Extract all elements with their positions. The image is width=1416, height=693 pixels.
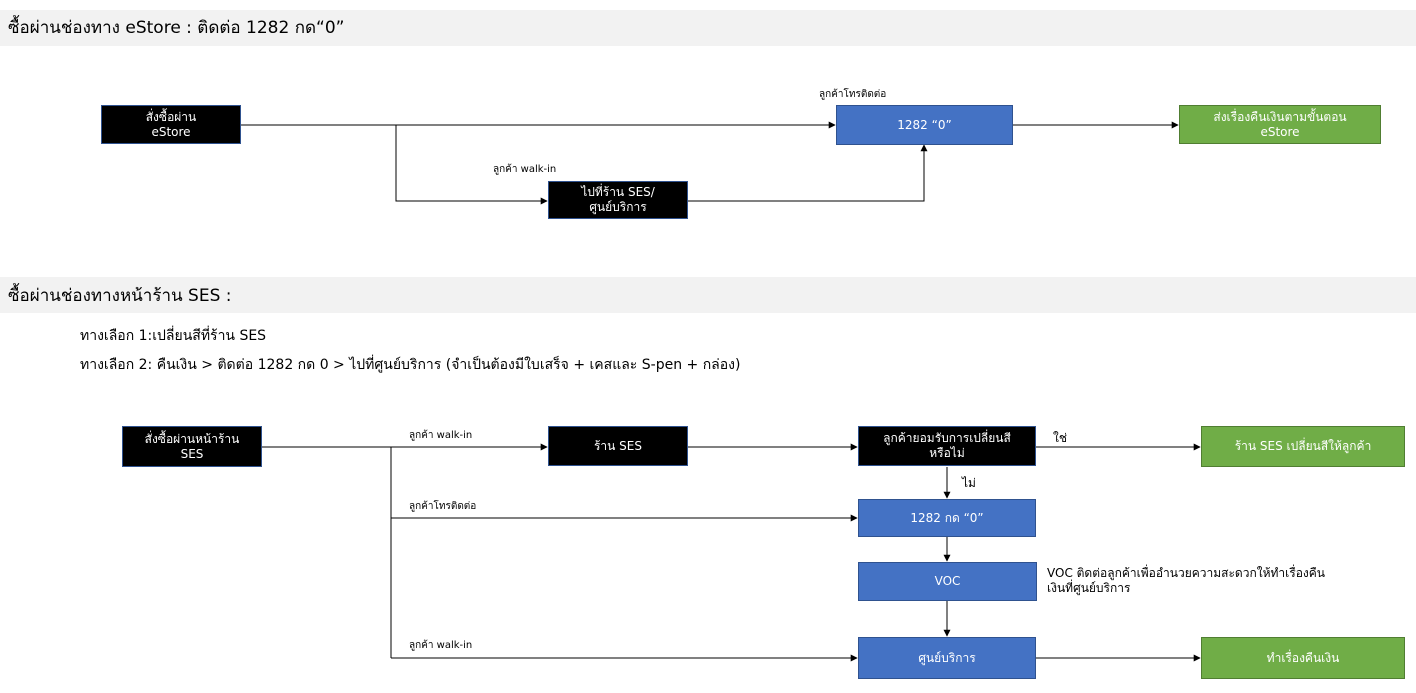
box-order-store: สั่งซื้อผ่านหน้าร้าน SES	[122, 426, 262, 467]
box-accept-color: ลูกค้ายอมรับการเปลี่ยนสี หรือไม่	[858, 426, 1036, 466]
section-title-estore: ซื้อผ่านช่องทาง eStore : ติดต่อ 1282 กด“…	[8, 18, 345, 38]
label-customer-walkin: ลูกค้า walk-in	[493, 164, 557, 175]
label-customer-call: ลูกค้าโทรติดต่อ	[819, 89, 887, 100]
label-yes: ใช่	[1053, 431, 1068, 445]
label-voc-note: VOC ติดต่อลูกค้าเพื่ออำนวยความสะดวกให้ทำ…	[1047, 566, 1325, 595]
option-1: ทางเลือก 1:เปลี่ยนสีที่ร้าน SES	[80, 328, 267, 344]
box-service-center: ศูนย์บริการ	[858, 637, 1036, 679]
box-ses-store: ร้าน SES	[548, 426, 688, 466]
section-header-store: ซื้อผ่านช่องทางหน้าร้าน SES :	[0, 277, 1416, 313]
label-walkin-2: ลูกค้า walk-in	[409, 640, 473, 651]
box-voc: VOC	[858, 562, 1037, 601]
box-call-1282: 1282 “0”	[836, 105, 1013, 145]
box-ses-change-color: ร้าน SES เปลี่ยนสีให้ลูกค้า	[1201, 426, 1405, 467]
arrow-store-to-call	[688, 144, 928, 202]
box-go-store: ไปที่ร้าน SES/ ศูนย์บริการ	[548, 181, 688, 219]
label-walkin-1: ลูกค้า walk-in	[409, 430, 473, 441]
label-customer-call-store: ลูกค้าโทรติดต่อ	[409, 501, 477, 512]
box-do-refund: ทำเรื่องคืนเงิน	[1201, 637, 1405, 679]
label-no: ไม่	[962, 476, 976, 490]
box-order-estore: สั่งซื้อผ่าน eStore	[101, 105, 241, 144]
arrow-order-to-store	[395, 125, 548, 205]
section-header-estore: ซื้อผ่านช่องทาง eStore : ติดต่อ 1282 กด“…	[0, 10, 1416, 46]
box-call-1282-store: 1282 กด “0”	[858, 499, 1036, 537]
section-title-store: ซื้อผ่านช่องทางหน้าร้าน SES :	[8, 286, 232, 306]
box-refund-estore: ส่งเรื่องคืนเงินตามขั้นตอน eStore	[1179, 105, 1381, 144]
option-2: ทางเลือก 2: คืนเงิน > ติดต่อ 1282 กด 0 >…	[80, 357, 741, 373]
